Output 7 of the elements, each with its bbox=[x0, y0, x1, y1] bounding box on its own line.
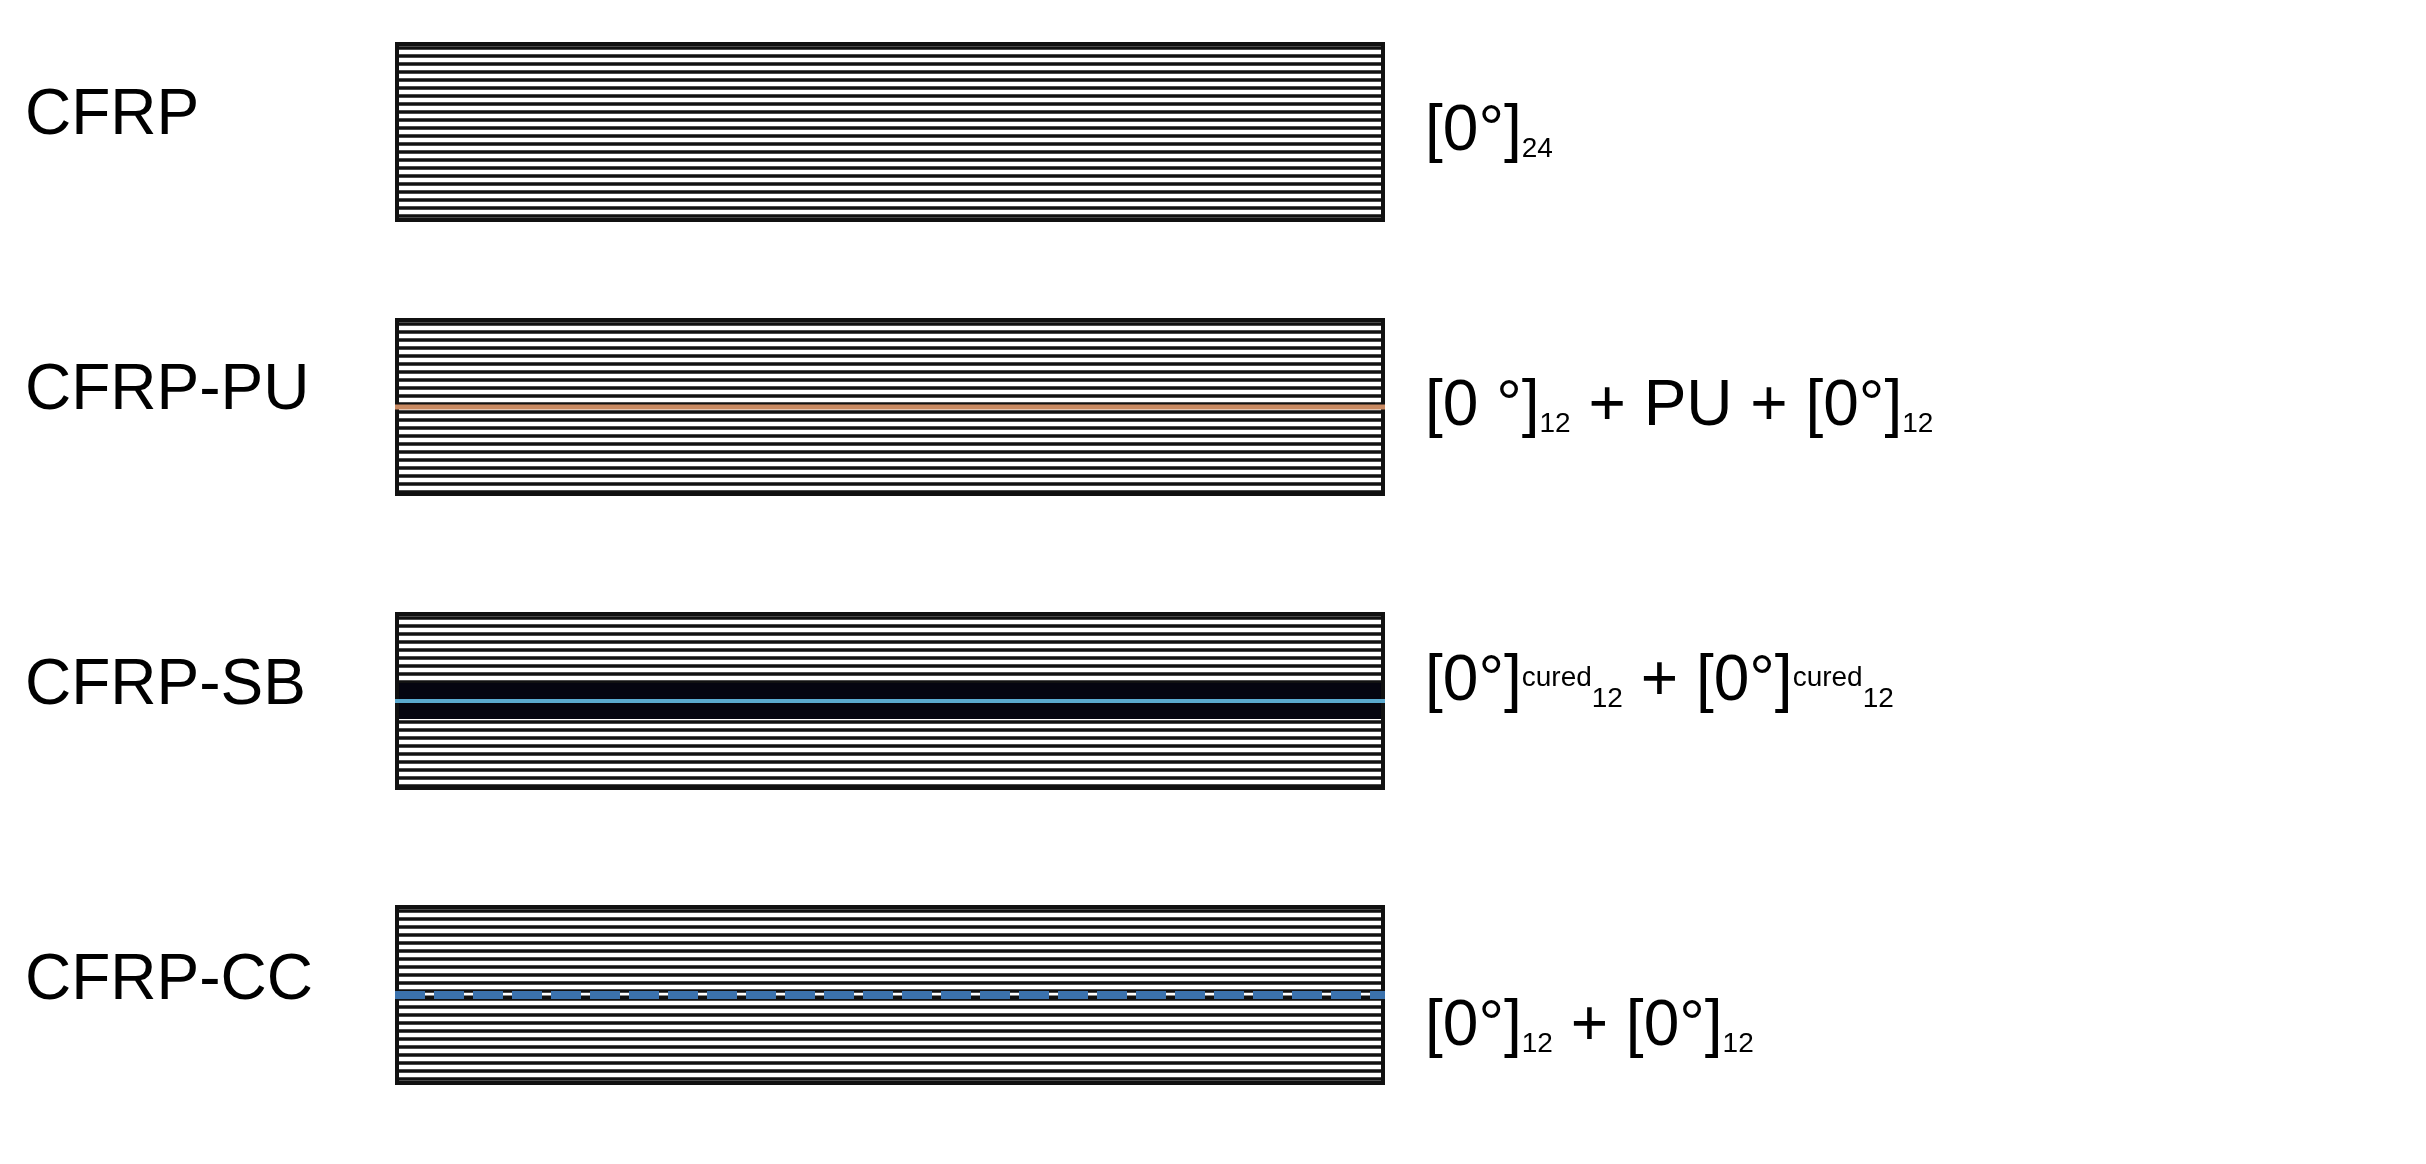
specimen-name: CFRP-CC bbox=[25, 945, 313, 1009]
specimen-name: CFRP-PU bbox=[25, 355, 310, 419]
specimen-name: CFRP-SB bbox=[25, 650, 306, 714]
layup-formula: [0°]$_{12}$ + [0°]$_{12}$ bbox=[1425, 986, 1754, 1061]
layup-formula: [0 °]$_{12}$ + PU + [0°]$_{12}$ bbox=[1425, 366, 1934, 441]
specimen-name: CFRP bbox=[25, 80, 200, 144]
layup-formula: [0°]$_{24}$ bbox=[1425, 91, 1553, 166]
